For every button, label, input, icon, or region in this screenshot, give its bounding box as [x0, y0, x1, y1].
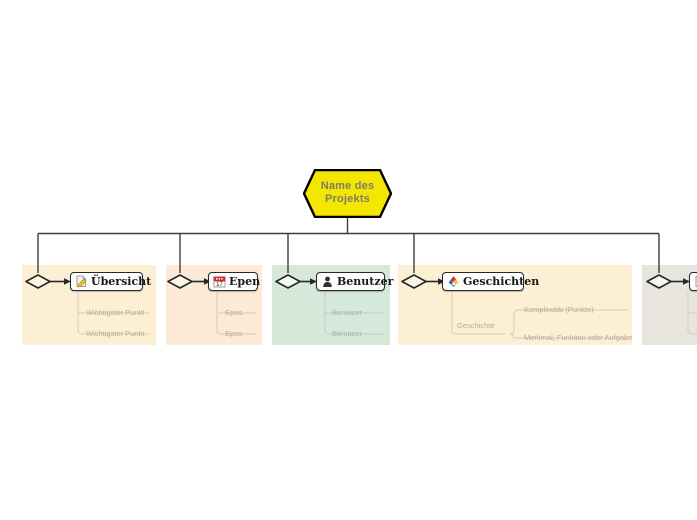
- root-node[interactable]: Name des Projekts: [303, 169, 392, 218]
- svg-text:17: 17: [216, 282, 223, 288]
- sub-item-epen-1[interactable]: Epos: [225, 308, 243, 317]
- arrow-epen: [192, 278, 211, 285]
- node-title-uebersicht: Übersicht: [91, 275, 152, 288]
- node-title-benutzer: Benutzer: [337, 275, 394, 288]
- sub-item-epen-2[interactable]: Epos: [225, 329, 243, 338]
- diamond-connector-benutzer: [275, 274, 301, 289]
- arrow-benutzer: [300, 278, 317, 285]
- arrow-geschichten: [426, 278, 445, 285]
- sub-item-geschichte[interactable]: Geschichte: [457, 321, 495, 330]
- calendar-icon: 17: [213, 275, 226, 288]
- node-title-epen: Epen: [229, 275, 261, 288]
- sub-item-benutzer-1[interactable]: Benutzer: [332, 308, 363, 317]
- diamond-connector-five: [646, 274, 672, 289]
- node-box-epen[interactable]: 17 Epen: [208, 272, 261, 291]
- node-box-uebersicht[interactable]: Übersicht: [70, 272, 151, 291]
- diamond-connector-epen: [167, 274, 193, 289]
- node-box-geschichten[interactable]: Geschichten: [442, 272, 539, 291]
- node-title-geschichten: Geschichten: [463, 275, 540, 288]
- sub-item-benutzer-2[interactable]: Benutzer: [332, 329, 363, 338]
- node-box-five[interactable]: [689, 272, 697, 291]
- color-burst-icon: [447, 275, 460, 288]
- node-box-benutzer[interactable]: Benutzer: [316, 272, 393, 291]
- sub-item-uebersicht-2[interactable]: Wichtigster Punkt: [86, 329, 145, 338]
- root-node-label: Name des Projekts: [320, 180, 375, 205]
- sub-item-merkmal[interactable]: Merkmal, Funktion oder Aufgabe: [524, 333, 633, 342]
- arrow-uebersicht: [50, 278, 71, 285]
- arrow-five: [671, 278, 690, 285]
- diamond-connector-geschichten: [401, 274, 427, 289]
- diamond-connector-uebersicht: [25, 274, 51, 289]
- sub-item-komplexitaet[interactable]: Komplexität (Punkte): [524, 305, 594, 314]
- document-pencil-icon: [75, 275, 88, 288]
- sub-item-uebersicht-1[interactable]: Wichtigster Punkt: [86, 308, 145, 317]
- person-icon: [321, 275, 334, 288]
- root-hexagon-shape: [303, 169, 392, 218]
